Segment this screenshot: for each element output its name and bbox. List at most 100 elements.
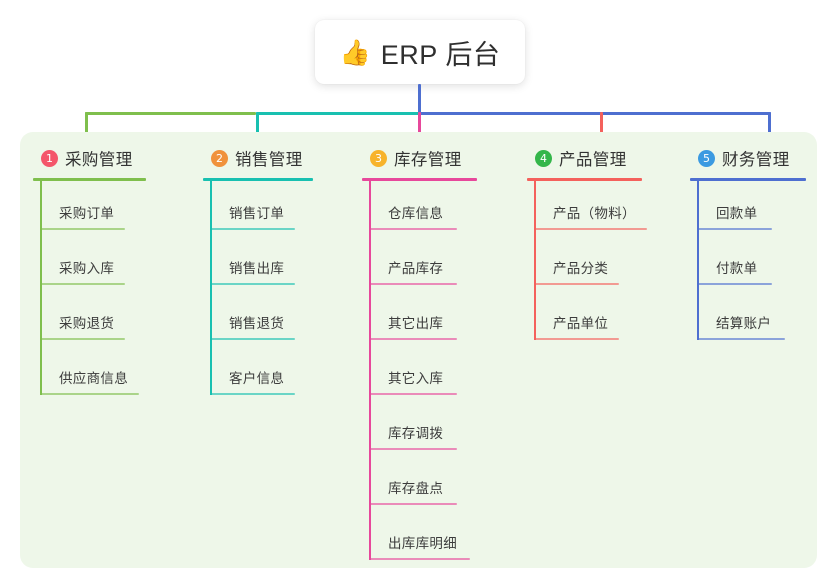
list-item[interactable]: 客户信息 (203, 346, 313, 401)
list-item-label: 其它入库 (388, 371, 444, 386)
connector-drop-2 (256, 112, 259, 137)
list-item-label: 客户信息 (229, 371, 285, 386)
list-item[interactable]: 结算账户 (690, 291, 806, 346)
column-items-5: 回款单付款单结算账户 (690, 181, 806, 346)
column-header-rule-3 (362, 178, 477, 181)
list-item-rule (697, 283, 772, 285)
column-spine-5 (697, 181, 699, 340)
list-item-rule (534, 228, 647, 230)
column-header-rule-5 (690, 178, 806, 181)
list-item-rule (40, 283, 125, 285)
list-item-rule (210, 393, 295, 395)
list-item-rule (369, 558, 470, 560)
list-item-label: 采购订单 (59, 206, 115, 221)
list-item-label: 付款单 (716, 261, 758, 276)
column-header-rule-1 (33, 178, 146, 181)
list-item-rule (534, 283, 619, 285)
column-badge-4: 4 (535, 149, 552, 167)
column-header-5[interactable]: 5 财务管理 (690, 145, 806, 171)
thumbs-up-icon: 👍 (339, 38, 371, 67)
list-item[interactable]: 采购入库 (33, 236, 146, 291)
list-item[interactable]: 其它出库 (362, 291, 477, 346)
list-item[interactable]: 库存盘点 (362, 456, 477, 511)
list-item[interactable]: 销售订单 (203, 181, 313, 236)
column-items-4: 产品（物料） 产品分类产品单位 (527, 181, 647, 346)
list-item[interactable]: 仓库信息 (362, 181, 477, 236)
column-title-1: 采购管理 (65, 151, 133, 169)
connector-drop-3 (418, 112, 421, 137)
list-item[interactable]: 产品库存 (362, 236, 477, 291)
column-header-2[interactable]: 2 销售管理 (203, 145, 313, 171)
list-item-rule (210, 283, 295, 285)
column-items-3: 仓库信息产品库存其它出库其它入库库存调拨库存盘点出库库明细 (362, 181, 477, 566)
list-item[interactable]: 产品分类 (527, 236, 642, 291)
root-title-card[interactable]: 👍 ERP 后台 (315, 20, 525, 84)
column-header-1[interactable]: 1 采购管理 (33, 145, 146, 171)
list-item-rule (40, 228, 125, 230)
list-item-rule (697, 338, 785, 340)
column-badge-2: 2 (211, 149, 228, 167)
connector-drop-1 (85, 112, 88, 137)
list-item-rule (40, 393, 139, 395)
list-item-label: 产品（物料） (553, 206, 636, 221)
column-badge-5: 5 (698, 149, 715, 167)
column-header-rule-2 (203, 178, 313, 181)
list-item-rule (697, 228, 772, 230)
column-spine-4 (534, 181, 536, 340)
list-item-rule (369, 283, 457, 285)
column-title-5: 财务管理 (722, 151, 790, 169)
list-item[interactable]: 付款单 (690, 236, 806, 291)
column-badge-1: 1 (41, 149, 58, 167)
list-item[interactable]: 出库库明细 (362, 511, 477, 566)
list-item-rule (369, 338, 457, 340)
list-item-label: 采购退货 (59, 316, 115, 331)
list-item[interactable]: 供应商信息 (33, 346, 146, 401)
list-item-label: 产品库存 (388, 261, 444, 276)
diagram-panel (20, 132, 817, 568)
list-item-rule (369, 228, 457, 230)
list-item-label: 采购入库 (59, 261, 115, 276)
connector-bar-2 (256, 112, 419, 115)
column-badge-3: 3 (370, 149, 387, 167)
list-item[interactable]: 产品（物料） (527, 181, 647, 236)
list-item[interactable]: 采购退货 (33, 291, 146, 346)
list-item-label: 产品单位 (553, 316, 609, 331)
list-item-rule (534, 338, 619, 340)
page-title: ERP 后台 (380, 39, 501, 70)
list-item-label: 仓库信息 (388, 206, 444, 221)
list-item[interactable]: 销售退货 (203, 291, 313, 346)
column-spine-2 (210, 181, 212, 395)
list-item-rule (369, 393, 457, 395)
list-item-label: 其它出库 (388, 316, 444, 331)
list-item[interactable]: 其它入库 (362, 346, 477, 401)
column-5: 5 财务管理回款单付款单结算账户 (690, 145, 806, 346)
list-item-label: 产品分类 (553, 261, 609, 276)
list-item-label: 库存调拨 (388, 426, 444, 441)
column-2: 2 销售管理销售订单销售出库销售退货客户信息 (203, 145, 313, 401)
list-item-rule (369, 503, 457, 505)
column-items-2: 销售订单销售出库销售退货客户信息 (203, 181, 313, 401)
list-item-label: 出库库明细 (388, 536, 457, 551)
list-item-label: 销售订单 (229, 206, 285, 221)
column-spine-3 (369, 181, 371, 560)
list-item-rule (210, 338, 295, 340)
connector-drop-5 (768, 112, 771, 137)
list-item-label: 回款单 (716, 206, 758, 221)
list-item[interactable]: 采购订单 (33, 181, 146, 236)
list-item[interactable]: 回款单 (690, 181, 806, 236)
connector-bar-3 (419, 112, 771, 115)
list-item-label: 销售退货 (229, 316, 285, 331)
list-item[interactable]: 库存调拨 (362, 401, 477, 456)
list-item[interactable]: 产品单位 (527, 291, 642, 346)
column-1: 1 采购管理采购订单采购入库采购退货供应商信息 (33, 145, 146, 401)
list-item-label: 供应商信息 (59, 371, 128, 386)
list-item[interactable]: 销售出库 (203, 236, 313, 291)
column-spine-1 (40, 181, 42, 395)
list-item-label: 库存盘点 (388, 481, 444, 496)
column-title-2: 销售管理 (235, 151, 303, 169)
list-item-rule (40, 338, 125, 340)
list-item-label: 销售出库 (229, 261, 285, 276)
